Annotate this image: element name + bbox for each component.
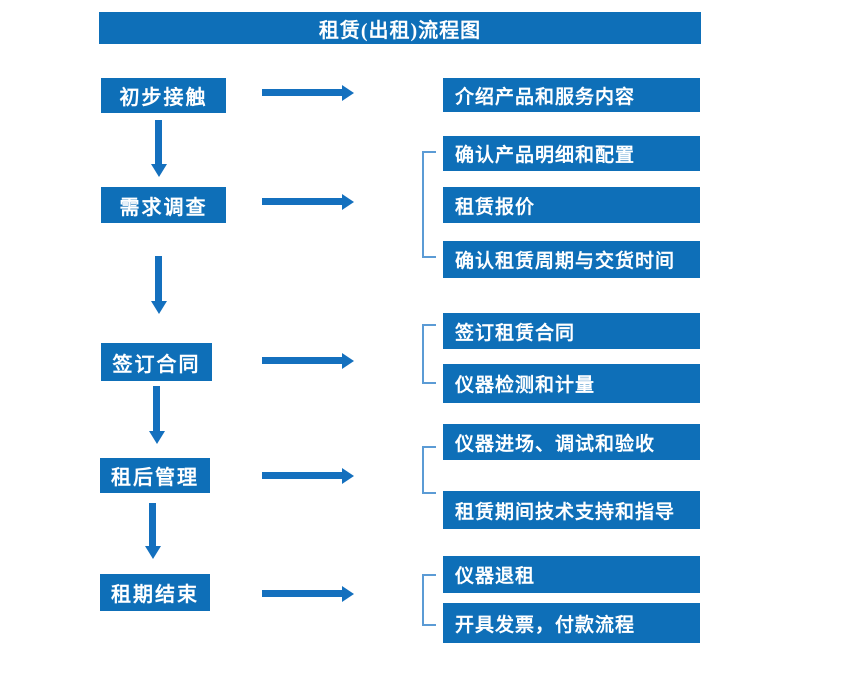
- step-rental-period-end: 租期结束: [100, 574, 210, 611]
- bracket-demand-survey-group: [422, 151, 436, 258]
- step-initial-contact: 初步接触: [101, 78, 226, 113]
- output-instrument-setup-acceptance: 仪器进场、调试和验收: [443, 424, 700, 460]
- arrow-down-2: [155, 256, 162, 301]
- output-confirm-product-details-config: 确认产品明细和配置: [443, 136, 700, 171]
- bracket-sign-contract-group: [422, 324, 436, 384]
- output-invoice-payment-process: 开具发票，付款流程: [443, 603, 700, 643]
- arrow-right-4: [262, 472, 342, 479]
- output-rental-quote: 租赁报价: [443, 187, 700, 223]
- arrow-right-2: [262, 198, 342, 205]
- arrow-down-1: [155, 120, 162, 164]
- arrow-right-5: [262, 590, 342, 597]
- output-instrument-return: 仪器退租: [443, 556, 700, 593]
- page-title: 租赁(出租)流程图: [318, 19, 482, 42]
- arrow-right-3: [262, 357, 342, 364]
- arrow-right-1: [262, 89, 342, 96]
- output-technical-support-guidance: 租赁期间技术支持和指导: [443, 491, 700, 529]
- output-sign-rental-contract: 签订租赁合同: [443, 313, 700, 349]
- step-post-rental-management: 租后管理: [100, 458, 210, 493]
- bracket-rental-end-group: [422, 574, 436, 626]
- output-confirm-period-delivery-time: 确认租赁周期与交货时间: [443, 241, 700, 278]
- step-demand-survey: 需求调查: [101, 187, 226, 223]
- output-instrument-inspection-metering: 仪器检测和计量: [443, 364, 700, 403]
- arrow-down-3: [153, 386, 160, 431]
- step-sign-contract: 签订合同: [101, 343, 212, 381]
- title-bar: 租赁(出租)流程图: [99, 12, 701, 44]
- arrow-down-4: [149, 503, 156, 546]
- output-introduce-products-services: 介绍产品和服务内容: [443, 78, 700, 112]
- bracket-post-rental-group: [422, 446, 436, 494]
